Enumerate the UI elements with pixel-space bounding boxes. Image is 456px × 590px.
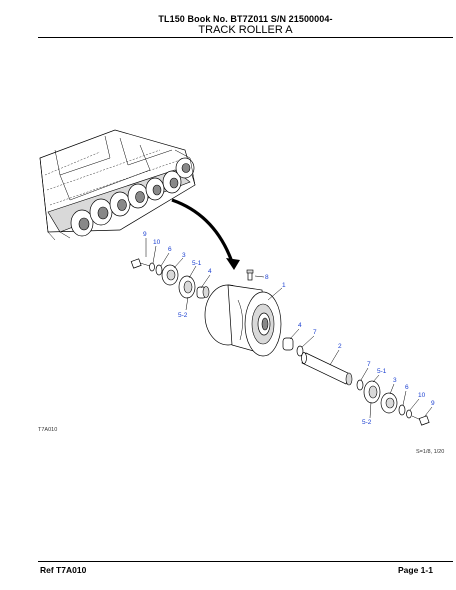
- callout-5-1-right: 5-1: [377, 368, 387, 375]
- callout-10-right: 10: [418, 392, 426, 399]
- header-rule: [38, 37, 453, 38]
- figure-code: T7A010: [38, 427, 58, 433]
- footer-page-number: Page 1-1: [398, 565, 433, 575]
- callout-6-right: 6: [405, 384, 409, 391]
- reference-arrow: [171, 198, 234, 263]
- track-roller-body: [204, 284, 282, 357]
- callout-3-right: 3: [393, 377, 397, 384]
- callout-10-left: 10: [153, 239, 161, 246]
- callout-4-right: 4: [298, 322, 302, 329]
- scale-note: S=1/8, 1/20: [416, 449, 445, 455]
- roller-row: [70, 157, 195, 237]
- callout-7-right-b: 7: [367, 361, 371, 368]
- undercarriage-illustration: [39, 129, 196, 241]
- callout-8: 8: [265, 274, 269, 281]
- callout-5-2-left: 5-2: [178, 312, 188, 319]
- footer-rule: [38, 561, 453, 562]
- reference-arrow-head: [226, 258, 240, 270]
- callout-labels: 9 10 6 3 5-1 4 5-2 8 1 4 7 2 7 5-1 3 6 1…: [143, 231, 435, 426]
- callout-5-1-left: 5-1: [192, 260, 202, 267]
- leader-lines: [145, 238, 433, 419]
- callout-5-2-right: 5-2: [362, 419, 372, 426]
- callout-4-left: 4: [208, 268, 212, 275]
- callout-1: 1: [282, 282, 286, 289]
- callout-3-left: 3: [182, 252, 186, 259]
- right-parts-group: [282, 337, 430, 426]
- footer-ref: Ref T7A010: [40, 565, 87, 575]
- callout-2: 2: [338, 343, 342, 350]
- callout-6-left: 6: [168, 246, 172, 253]
- plug-part: [246, 269, 254, 281]
- book-info-line: TL150 Book No. BT7Z011 S/N 21500004-: [158, 14, 333, 24]
- callout-7-right-a: 7: [313, 329, 317, 336]
- page-title: TRACK ROLLER A: [198, 24, 293, 36]
- left-parts-group: [130, 258, 210, 299]
- callout-9-right: 9: [431, 400, 435, 407]
- callout-9-left: 9: [143, 231, 147, 238]
